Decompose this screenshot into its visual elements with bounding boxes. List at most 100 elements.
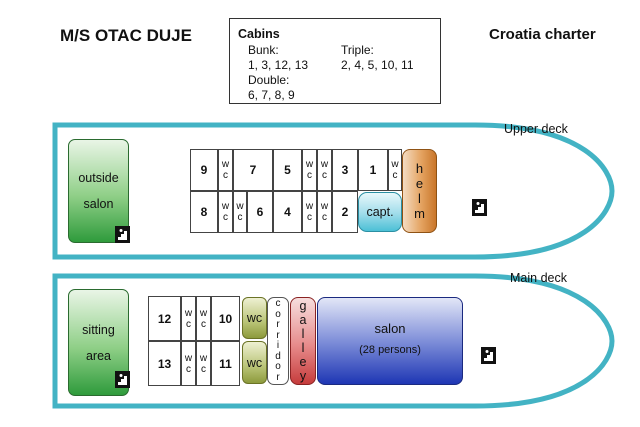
galley-letter: a [299,313,307,327]
wc-letter-c: c [392,170,398,181]
wc-letter-w: w [391,159,399,170]
cabin-3: 3 [332,149,358,191]
legend-bunk-label: Bunk: [248,43,279,57]
wc-letter-c: c [201,363,206,375]
wc-letter-w: w [221,201,230,212]
cabin-7: 7 [233,149,273,191]
cabin-10: 10 [211,296,240,341]
cabin-1: 1 [358,149,388,191]
helm-letter: l [418,191,421,206]
wc-letter-w: w [184,307,193,319]
wc-letter-c: c [237,212,243,223]
cabin-4: 4 [273,191,302,233]
wc-letter-w: w [320,201,329,212]
legend-bunk-list: 1, 3, 12, 13 [248,58,309,72]
stairs-icon [472,199,487,216]
galley-letter: l [301,341,305,355]
wc-letter-c: c [201,318,206,330]
corridor: c o r r i d o r [267,297,289,385]
wc-letter-c: c [307,212,312,223]
galley-letter: y [299,369,307,383]
helm: h e l m [402,149,437,233]
cabin-11: 11 [211,341,240,386]
cabin-6: 6 [247,191,273,233]
legend-triple-label: Triple: [341,43,374,57]
wc-letter-c: c [186,363,191,375]
wc-letter-c: c [223,170,228,181]
corridor-letter: o [275,361,281,372]
charter-name: Croatia charter [489,26,596,43]
galley-letter: l [301,327,305,341]
helm-letter: h [415,161,424,176]
salon: salon (28 persons) [317,297,463,385]
wc-letter-w: w [199,352,208,364]
captain-cabin: capt. [358,192,402,232]
wc-room-top: wc [242,297,267,339]
cabin-8: 8 [190,191,218,233]
cabin-2: 2 [332,191,358,233]
corridor-letter: o [275,308,281,320]
helm-letter: m [414,206,425,221]
wc-letter-w: w [320,159,329,170]
wc-letter-w: w [199,307,208,319]
wc-letter-c: c [186,318,191,330]
wc-room-label: wc [246,355,263,370]
corridor-letter: r [276,319,280,330]
cabin-12: 12 [148,296,181,341]
stairs-icon [115,226,130,243]
sitting-area-label-1: sitting [82,322,115,337]
corridor-letter: r [276,371,280,383]
legend-double-list: 6, 7, 8, 9 [248,88,295,102]
stairs-icon [481,347,496,364]
corridor-letter: d [275,350,281,362]
main-deck-label: Main deck [510,271,567,285]
stairs-icon [115,371,130,388]
galley-letter: e [299,355,307,369]
outside-salon-label-2: salon [83,197,114,211]
wc-letter-c: c [307,170,312,181]
legend-title: Cabins [238,27,280,41]
wc-room-label: wc [246,311,263,325]
ship-name: M/S OTAC DUJE [60,26,192,45]
outside-salon-label-1: outside [78,171,119,185]
wc-letter-c: c [223,212,228,223]
wc-letter-w: w [184,352,193,364]
galley: g a l l e y [290,297,316,385]
wc-letter-c: c [322,212,327,223]
wc-letter-w: w [305,159,314,170]
outside-salon: outside salon [68,139,129,243]
cabin-5: 5 [273,149,302,191]
helm-letter: e [415,176,424,191]
corridor-letter: i [276,340,280,351]
wc-letter-c: c [322,170,327,181]
corridor-letter: c [275,298,281,309]
wc-room-bottom: wc [242,341,267,384]
cabin-legend: Cabins Bunk: 1, 3, 12, 13 Double: 6, 7, … [229,18,441,104]
corridor-letter: r [276,329,280,341]
wc-letter-w: w [221,159,230,170]
upper-deck-label: Upper deck [504,122,568,136]
cabin-9: 9 [190,149,218,191]
legend-double-label: Double: [248,73,290,87]
legend-triple-list: 2, 4, 5, 10, 11 [341,58,414,72]
salon-label: salon [374,320,406,336]
cabin-13: 13 [148,341,181,386]
sitting-area-label-2: area [85,348,112,363]
galley-letter: g [299,299,307,313]
wc-letter-w: w [305,201,314,212]
salon-capacity: (28 persons) [359,343,421,356]
wc-letter-w: w [236,201,244,212]
captain-label: capt. [366,205,394,219]
